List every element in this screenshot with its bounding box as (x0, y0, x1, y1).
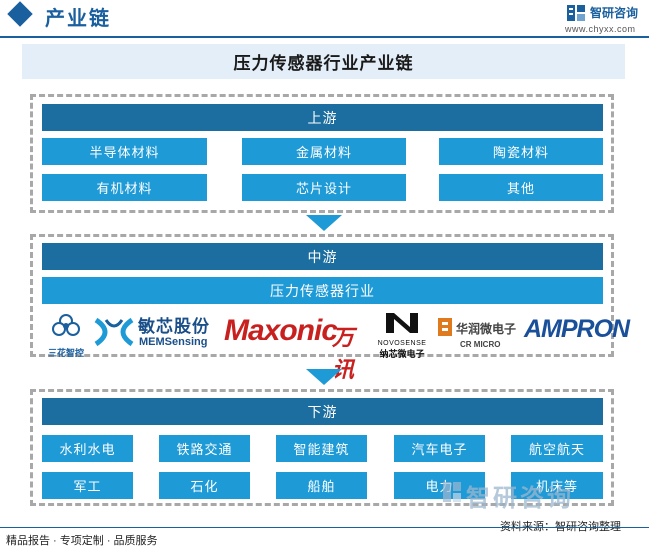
crmicro-mark-icon (438, 318, 452, 336)
upstream-item: 芯片设计 (242, 174, 406, 201)
down-arrow-icon (306, 215, 342, 231)
brand-name: 智研咨询 (590, 6, 639, 20)
chart-title: 压力传感器行业产业链 (22, 44, 625, 79)
crmicro-sub: CR MICRO (460, 340, 501, 349)
upstream-item: 其他 (439, 174, 603, 201)
memsensing-name: 敏芯股份 (138, 317, 210, 336)
diamond-icon (7, 1, 33, 27)
brand-logo-icon (567, 5, 585, 21)
upstream-item: 陶瓷材料 (439, 138, 603, 165)
downstream-item: 智能建筑 (276, 435, 367, 462)
upstream-item: 金属材料 (242, 138, 406, 165)
novosense-sub: NOVOSENSE (377, 340, 427, 347)
sanhua-logo: 三花智控 (44, 311, 88, 358)
footer-divider (0, 527, 649, 528)
memsensing-logo: 敏芯股份 MEMSensing (92, 312, 220, 352)
downstream-item: 船舶 (276, 472, 367, 499)
maxonic-name: Maxonic (224, 314, 338, 347)
ampron-name: AMPRON (524, 315, 630, 343)
sanhua-flower-icon (52, 314, 80, 336)
crmicro-name: 华润微电子 (456, 322, 517, 336)
header-divider (0, 36, 649, 38)
maxonic-logo: Maxonic 万讯 (224, 312, 370, 382)
downstream-item: 军工 (42, 472, 133, 499)
downstream-item: 航空航天 (511, 435, 603, 462)
source-note: 资料来源：智研咨询整理 (500, 521, 621, 533)
midstream-header: 中游 (42, 243, 603, 270)
downstream-item: 铁路交通 (159, 435, 250, 462)
novosense-logo: NOVOSENSE 纳芯微电子 (374, 311, 430, 359)
header-title: 产业链 (45, 8, 111, 30)
downstream-item: 石化 (159, 472, 250, 499)
down-arrow-icon (306, 369, 342, 385)
brand-url: www.chyxx.com (565, 24, 636, 34)
upstream-header: 上游 (42, 104, 603, 131)
crmicro-logo: 华润微电子 CR MICRO (436, 314, 524, 354)
upstream-section (30, 94, 614, 213)
downstream-header: 下游 (42, 398, 603, 425)
footer-watermark: 智研咨询 (466, 485, 574, 512)
downstream-item: 机床等 (511, 472, 603, 499)
downstream-item: 水利水电 (42, 435, 133, 462)
novosense-name: 纳芯微电子 (379, 349, 425, 359)
midstream-industry: 压力传感器行业 (42, 277, 603, 304)
maxonic-cn: 万讯 (332, 325, 355, 382)
footer-slogan: 精品报告 · 专项定制 · 品质服务 (6, 535, 158, 547)
page-header: Industrial Chain 产业链 智研咨询 www.chyxx.com (0, 0, 649, 36)
midstream-section (30, 234, 614, 357)
downstream-item: 汽车电子 (394, 435, 485, 462)
ampron-logo: AMPRON (524, 313, 630, 351)
memsensing-mark-icon (94, 317, 134, 347)
sanhua-name: 三花智控 (47, 348, 84, 358)
downstream-section (30, 389, 614, 506)
upstream-item: 半导体材料 (42, 138, 207, 165)
watermark-logo-icon (443, 482, 461, 502)
memsensing-sub: MEMSensing (139, 336, 208, 348)
upstream-item: 有机材料 (42, 174, 207, 201)
novosense-mark-icon (386, 313, 418, 333)
